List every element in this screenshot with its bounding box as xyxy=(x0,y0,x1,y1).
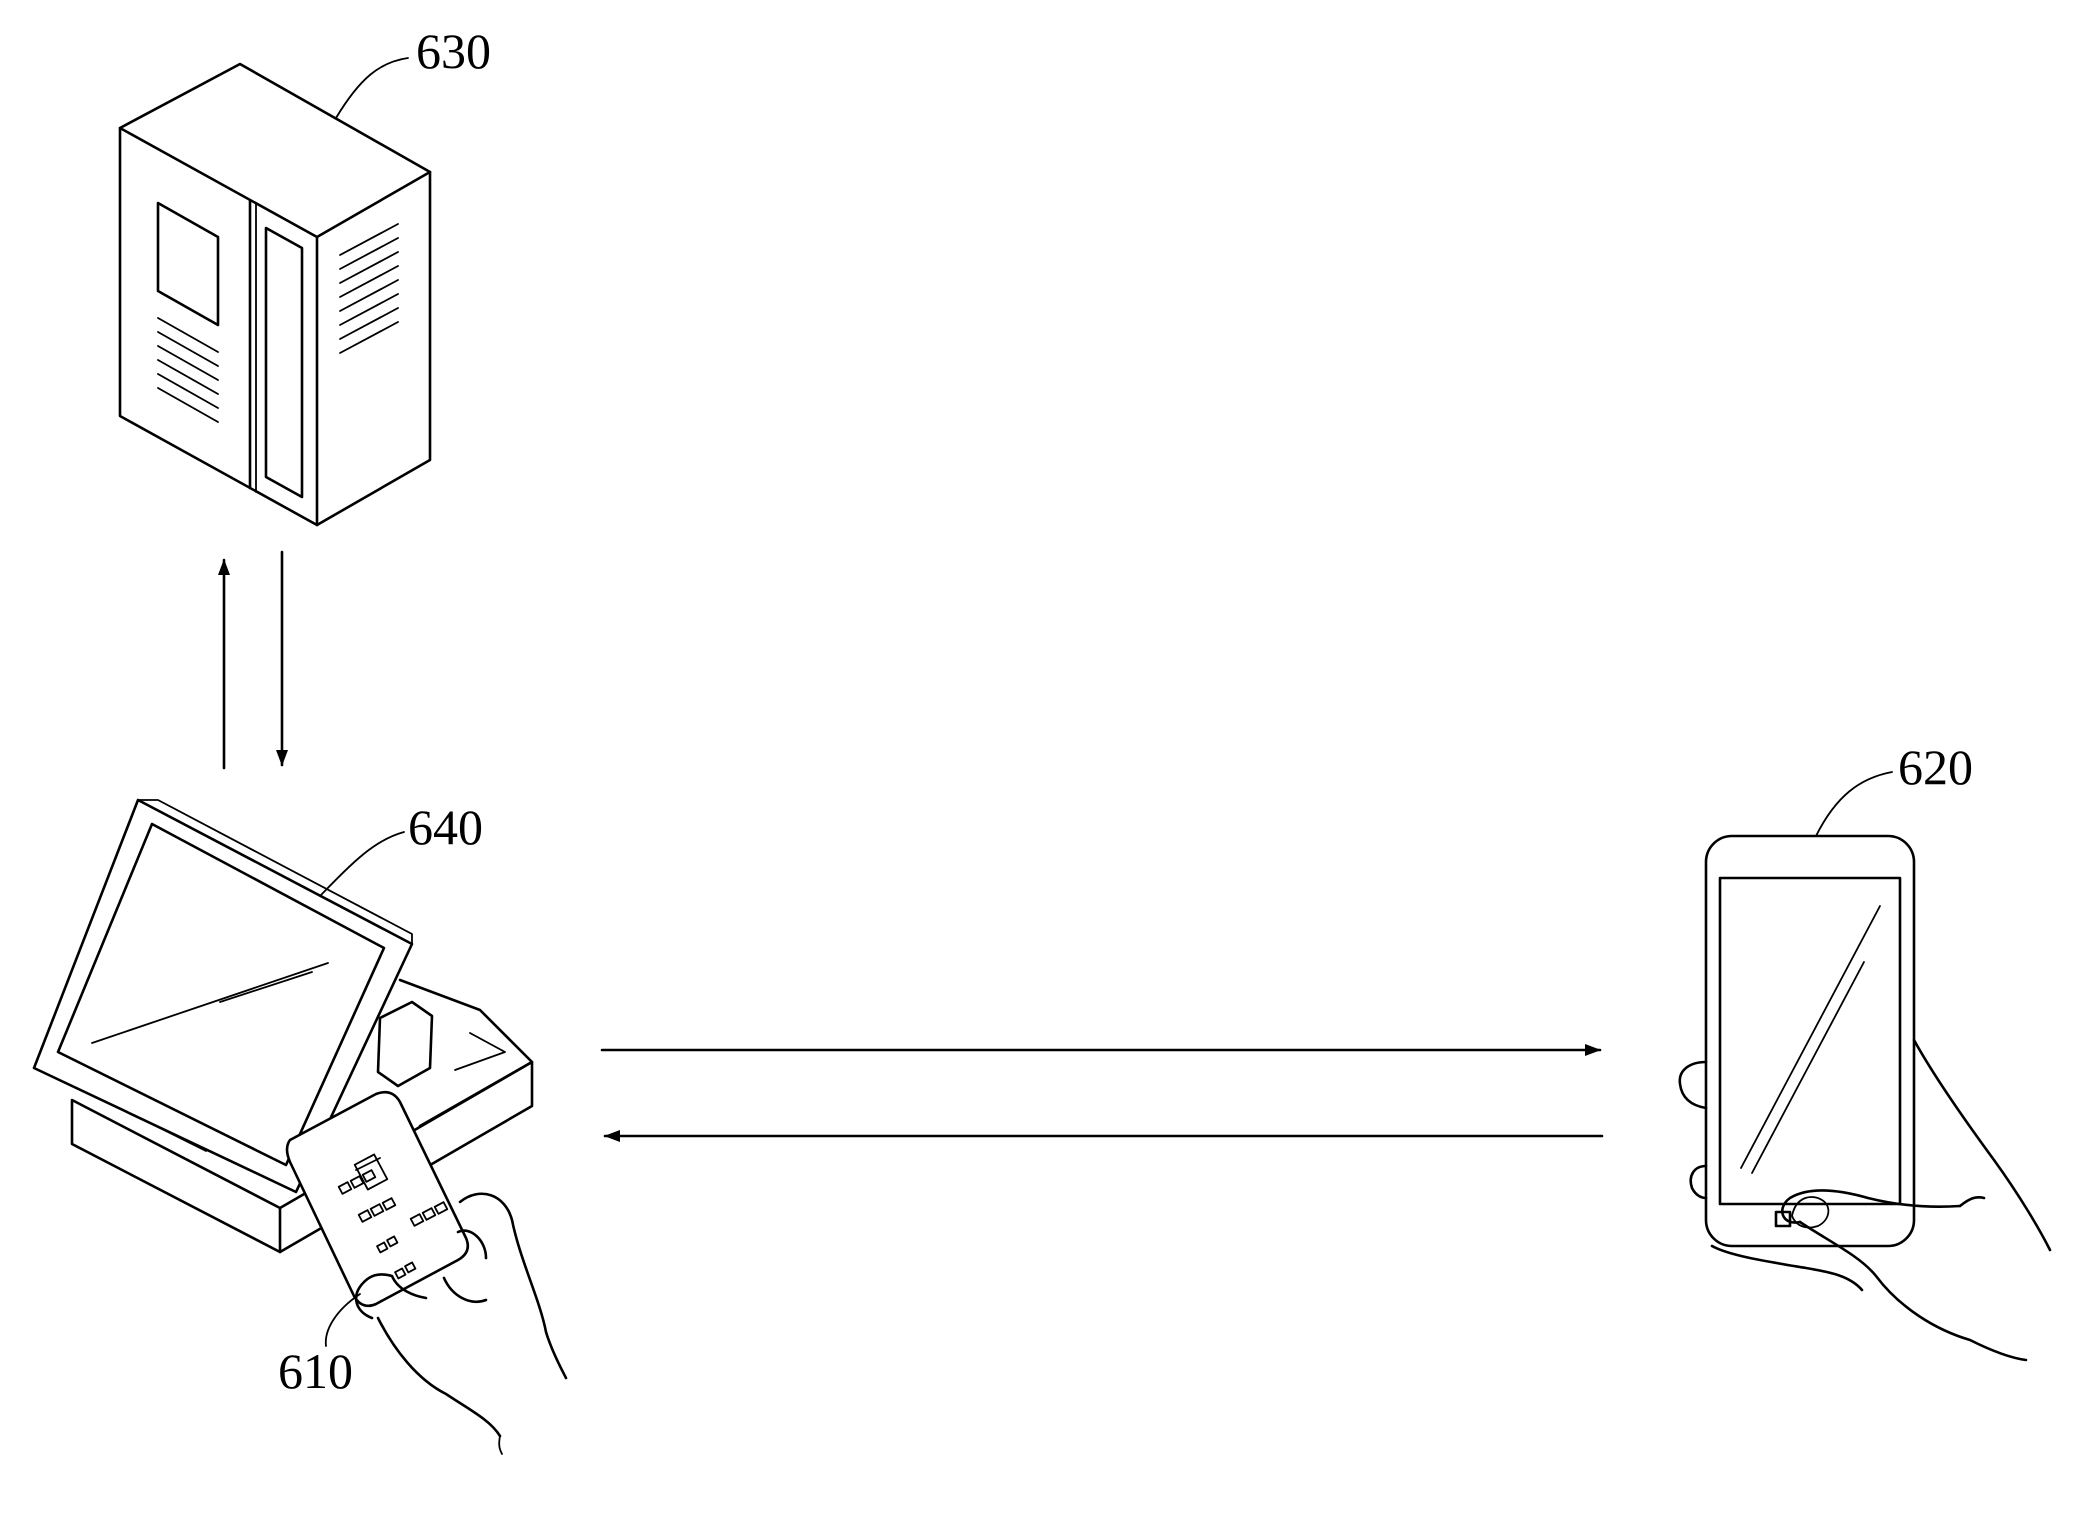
label-terminal: 640 xyxy=(408,799,483,855)
smartphone-in-hand-icon xyxy=(1680,836,2050,1360)
pos-terminal-icon xyxy=(34,800,532,1252)
server-tower-icon xyxy=(120,64,430,525)
leader-line-phone xyxy=(1816,772,1892,836)
leader-line-card xyxy=(326,1294,360,1346)
label-card: 610 xyxy=(278,1343,353,1399)
payment-card-in-hand-icon xyxy=(287,1092,566,1454)
leader-line-server xyxy=(336,58,408,118)
leader-line-terminal xyxy=(320,832,404,896)
label-phone: 620 xyxy=(1898,739,1973,795)
label-server: 630 xyxy=(416,23,491,79)
